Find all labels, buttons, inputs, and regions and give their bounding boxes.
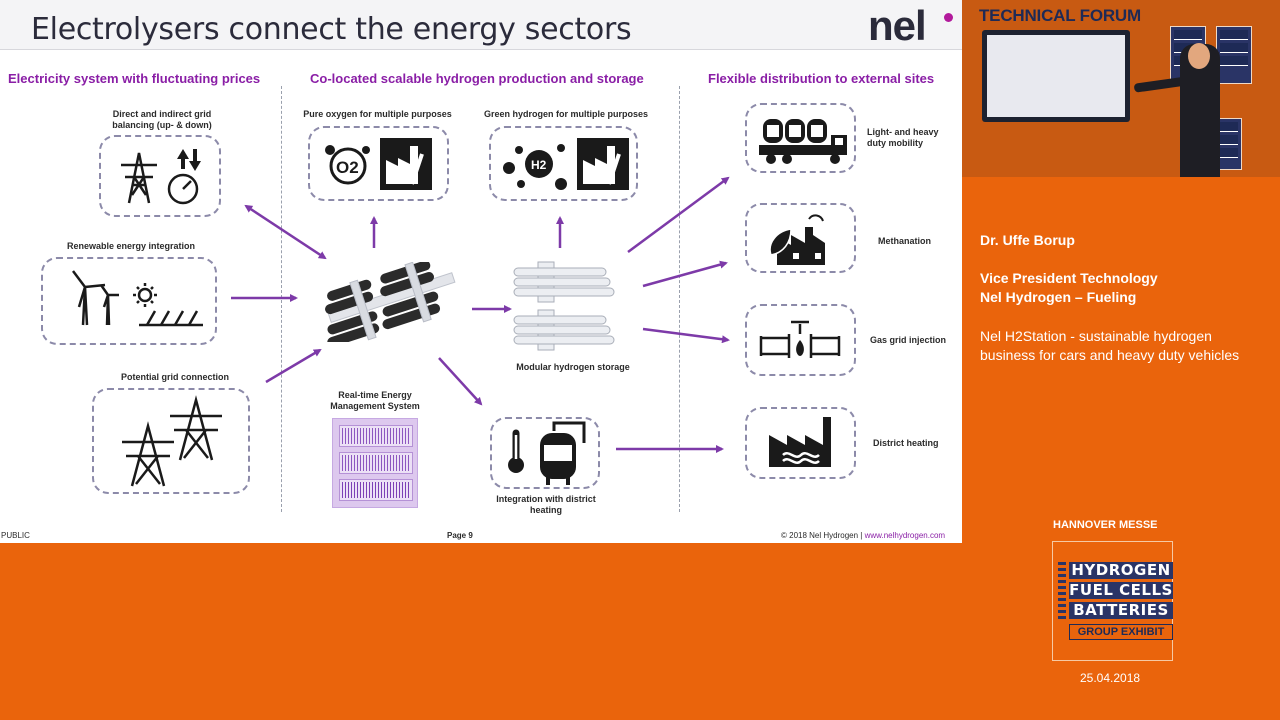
- renewable-box: [41, 257, 217, 345]
- logo-group-exhibit: GROUP EXHIBIT: [1069, 624, 1173, 640]
- label-grid-balancing: Direct and indirect grid balancing (up- …: [112, 109, 212, 130]
- speaker-video-inset: TECHNICAL FORUM: [962, 0, 1280, 177]
- footer-classification: PUBLIC: [1, 531, 30, 540]
- h2-text: H2: [531, 158, 547, 172]
- presentation-slide: Electrolysers connect the energy sectors…: [0, 0, 962, 543]
- label-oxygen: Pure oxygen for multiple purposes: [303, 109, 452, 119]
- column-divider-right: [679, 86, 680, 512]
- gas-pipe-valve-icon: [759, 320, 841, 358]
- slide-title-bar: Electrolysers connect the energy sectors…: [0, 0, 962, 50]
- oxygen-box: O2: [308, 126, 449, 201]
- forum-title: TECHNICAL FORUM: [979, 6, 1141, 25]
- label-mobility: Light- and heavy duty mobility: [867, 127, 939, 148]
- footer-copyright: © 2018 Nel Hydrogen | www.nelhydrogen.co…: [781, 531, 945, 540]
- stage-monitor: [982, 30, 1130, 122]
- nel-logo: nel: [868, 2, 927, 49]
- hydrogen-storage-illustration: [513, 261, 615, 351]
- slide-title: Electrolysers connect the energy sectors: [31, 12, 632, 47]
- logo-line-hydrogen: HYDROGEN: [1069, 562, 1173, 579]
- label-methanation: Methanation: [878, 236, 931, 246]
- label-energy-management: Real-time Energy Management System: [330, 390, 420, 411]
- nel-logo-dot: [944, 13, 953, 22]
- column-heading-production: Co-located scalable hydrogen production …: [310, 71, 644, 86]
- grid-balancing-box: [99, 135, 221, 217]
- footer-page-number: Page 9: [447, 531, 473, 540]
- pylon-meter-icon: [121, 149, 201, 205]
- hydrogen-factory-icon: H2: [503, 138, 629, 190]
- label-green-hydrogen: Green hydrogen for multiple purposes: [483, 109, 649, 119]
- methanation-box: [745, 203, 856, 273]
- hydrogen-truck-icon: [759, 119, 847, 164]
- methanation-factory-icon: [769, 214, 825, 265]
- green-hydrogen-box: H2: [489, 126, 638, 201]
- speaker-name: Dr. Uffe Borup: [980, 232, 1075, 248]
- thermometer-boiler-icon: [508, 421, 586, 485]
- electrolyser-stack-illustration: [325, 262, 456, 342]
- column-heading-electricity: Electricity system with fluctuating pric…: [8, 71, 261, 86]
- label-gas-grid: Gas grid injection: [870, 335, 947, 345]
- talk-title: Nel H2Station - sustainable hydrogen bus…: [980, 328, 1240, 363]
- speaker-head: [1188, 43, 1210, 69]
- flow-arrows: [231, 176, 730, 453]
- mobility-box: [745, 103, 856, 173]
- column-heading-distribution: Flexible distribution to external sites: [708, 71, 935, 86]
- gas-grid-box: [745, 304, 856, 376]
- label-storage: Modular hydrogen storage: [516, 362, 630, 372]
- speaker-company: Nel Hydrogen – Fueling: [980, 289, 1137, 305]
- event-date: 25.04.2018: [1080, 671, 1141, 685]
- speaker-role: Vice President Technology: [980, 270, 1158, 286]
- district-heating-box: [745, 407, 856, 479]
- label-district-heating: District heating: [873, 438, 939, 448]
- wind-solar-icon: [72, 270, 203, 327]
- logo-line-fuel-cells: FUEL CELLS: [1069, 581, 1173, 599]
- label-district-integration: Integration with district heating: [496, 494, 596, 515]
- district-heating-factory-icon: [769, 417, 831, 467]
- hannover-messe-label: HANNOVER MESSE: [1053, 519, 1158, 531]
- group-exhibit-logo: HYDROGEN FUEL CELLS BATTERIES GROUP EXHI…: [1052, 541, 1173, 661]
- grid-connection-box: [92, 388, 250, 494]
- monitor-screen: [987, 35, 1125, 117]
- o2-text: O2: [336, 158, 359, 177]
- logo-line-batteries: BATTERIES: [1069, 602, 1173, 619]
- footer-copyright-text: © 2018 Nel Hydrogen |: [781, 531, 865, 540]
- stage-banner-right: [1216, 26, 1252, 84]
- label-grid-connection: Potential grid connection: [120, 372, 229, 382]
- footer-website-link[interactable]: www.nelhydrogen.com: [864, 531, 946, 540]
- district-integration-box: [490, 417, 600, 489]
- label-renewable: Renewable energy integration: [66, 241, 196, 251]
- energy-management-screenshot: [332, 418, 418, 508]
- pylons-icon: [122, 395, 222, 487]
- oxygen-factory-icon: O2: [325, 138, 432, 190]
